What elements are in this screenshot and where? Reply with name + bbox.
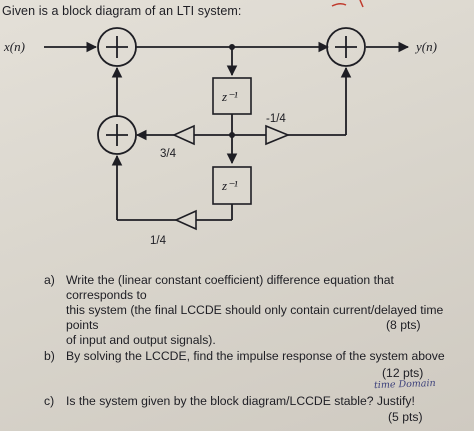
- question-a-points: (8 pts): [386, 318, 421, 332]
- gain-feedback-1-label: 3/4: [160, 148, 177, 160]
- question-a-line-3: of input and output signals).: [66, 333, 216, 347]
- gain-triangle-feedforward: [265, 124, 291, 146]
- delay-box-1: [212, 77, 252, 115]
- handwritten-note: time Domain: [373, 377, 436, 392]
- delay-2-label: z⁻¹: [221, 178, 238, 193]
- gain-triangle-feedback-1: [172, 124, 195, 146]
- gain-feedforward-label: -1/4: [266, 113, 286, 125]
- branch-node-top: [229, 44, 235, 50]
- adder-2: [326, 27, 366, 67]
- red-pen-mark: [331, 0, 364, 8]
- input-label: x(n): [3, 39, 25, 54]
- adder-3: [97, 115, 137, 155]
- question-b-line-1: By solving the LCCDE, find the impulse r…: [66, 349, 445, 363]
- delay-box-2: [212, 166, 252, 205]
- problem-statement: Given is a block diagram of an LTI syste…: [2, 4, 242, 18]
- block-diagram: z⁻¹ z⁻¹ x(n) y(n) -1/4 3/4 1/4: [3, 27, 437, 247]
- delay-1-label: z⁻¹: [221, 89, 238, 104]
- question-c-points: (5 pts): [388, 410, 423, 424]
- question-c-line-1: Is the system given by the block diagram…: [66, 394, 415, 408]
- question-a-letter: a): [44, 273, 55, 287]
- branch-node-middle: [229, 132, 235, 138]
- adder-1: [97, 27, 137, 67]
- question-b-letter: b): [44, 349, 55, 363]
- question-a-line-2: this system (the final LCCDE should only…: [66, 303, 444, 332]
- question-c-letter: c): [44, 394, 55, 408]
- output-label: y(n): [414, 39, 437, 54]
- gain-triangle-feedback-2: [174, 209, 197, 231]
- gain-feedback-2-label: 1/4: [150, 235, 167, 247]
- question-a-line-1: Write the (linear constant coefficient) …: [66, 273, 394, 302]
- question-b-points: (12 pts): [382, 366, 424, 380]
